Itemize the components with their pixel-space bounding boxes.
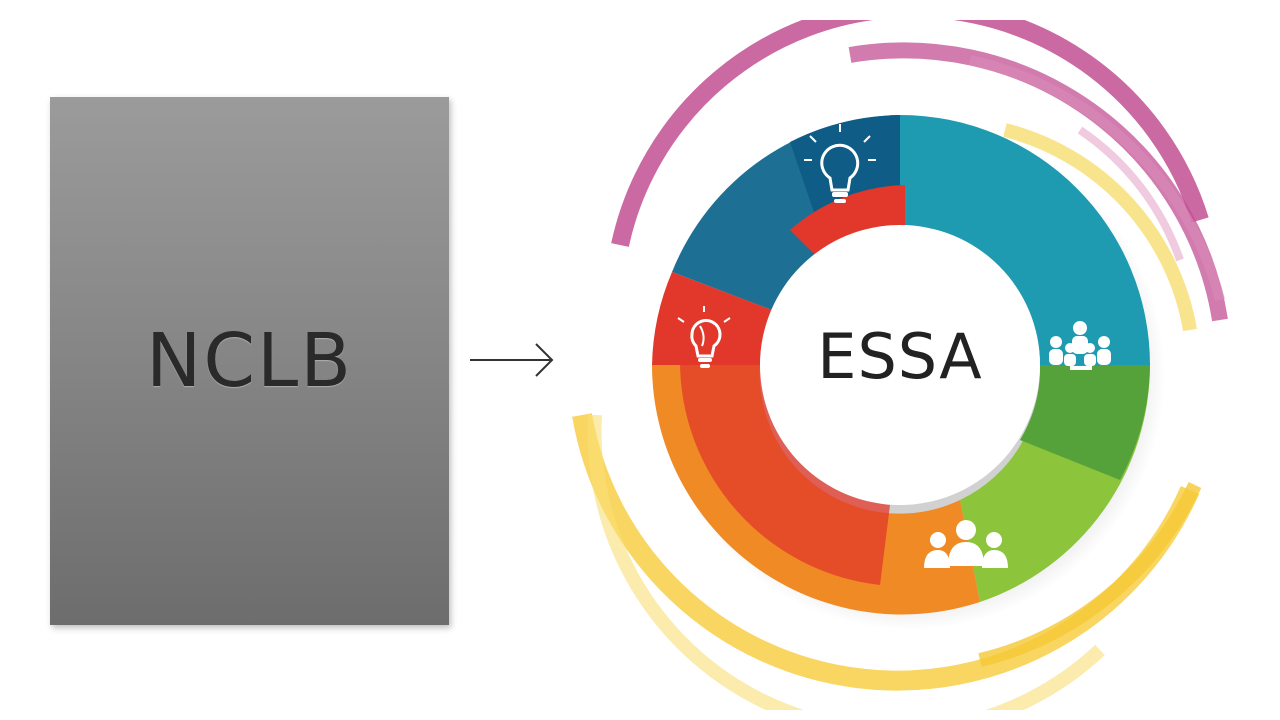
lightbulb-icon (804, 124, 876, 203)
team-meeting-icon (1049, 321, 1111, 370)
essa-label: ESSA (817, 320, 983, 393)
center-circle (760, 225, 1040, 505)
ring-segment-red-inner (679, 360, 890, 585)
nclb-label: NCLB (145, 318, 354, 404)
essa-wheel (572, 20, 1228, 710)
ring-segment-red (652, 272, 772, 365)
yellow-outer-arcs (572, 123, 1202, 710)
ring-segments (652, 115, 1150, 615)
ring-segment-dark-green (1020, 365, 1150, 480)
magenta-outer-arcs (611, 20, 1228, 322)
right-arrow-icon (470, 343, 554, 377)
lightbulb-hand-icon (677, 306, 731, 368)
ring-segment-teal (900, 115, 1150, 365)
ring-segment-red-top (790, 185, 905, 260)
nclb-box: NCLB (50, 97, 449, 625)
group-people-icon (924, 520, 1008, 568)
